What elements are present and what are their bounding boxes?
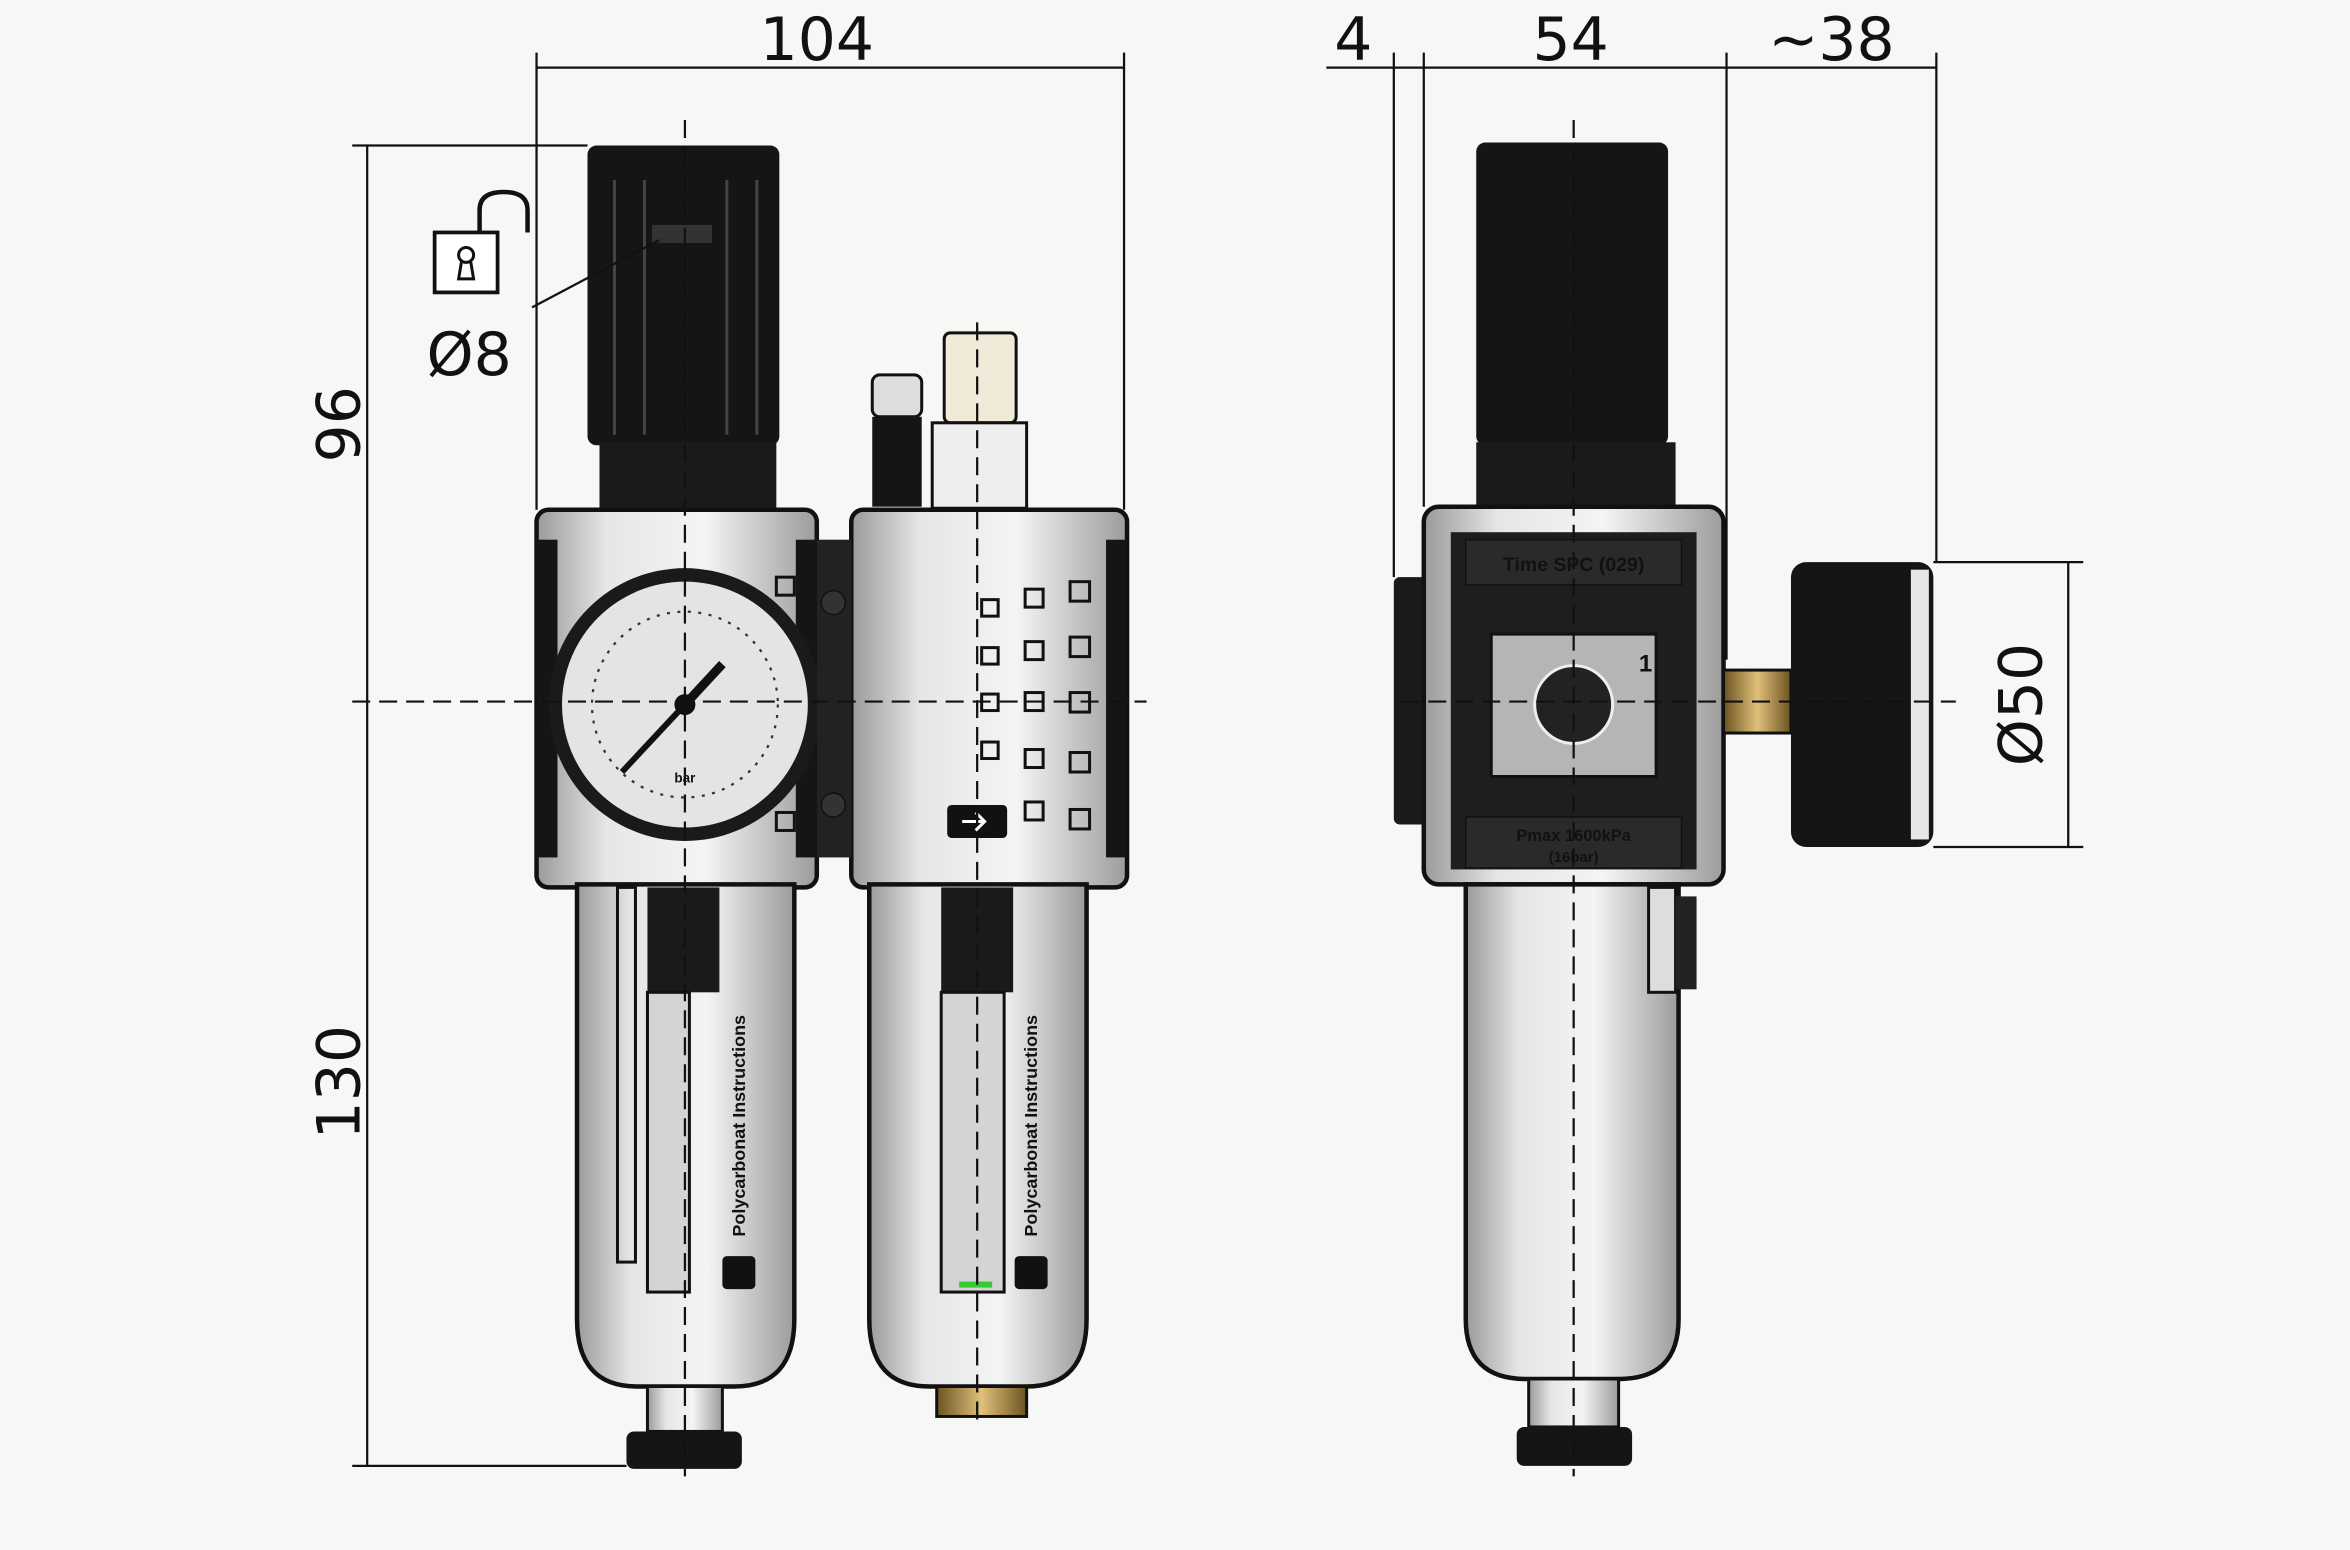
bowl-side — [1463, 882, 1681, 1382]
port-number: 1 — [1639, 651, 1652, 678]
brass-fill-plug — [935, 1384, 1029, 1418]
dim-body-depth: 54 — [1533, 5, 1609, 75]
dim-upper-height: 96 — [305, 386, 375, 462]
warning-icon — [1014, 1256, 1048, 1290]
knob-collar — [599, 442, 777, 509]
filter-regulator-unit: bar Polycarbonat Instructions — [534, 145, 822, 1469]
sight-dome — [942, 331, 1018, 425]
adjust-screw[interactable] — [870, 373, 924, 419]
bowl-label: Polycarbonat Instructions — [1021, 1015, 1041, 1237]
dim-wall-offset: 4 — [1334, 5, 1372, 75]
lubricator-unit: Polycarbonat Instructions — [816, 331, 1130, 1418]
dimension-lines — [352, 52, 2084, 1468]
dim-gauge-diameter: Ø50 — [1986, 643, 2056, 766]
regulator-knob — [587, 145, 780, 446]
dim-lower-height: 130 — [305, 1025, 375, 1139]
dim-total-width: 104 — [760, 5, 874, 75]
side-view: Time SPC (029) 1 Pmax 1600kPa (16bar) — [1393, 142, 1934, 1466]
dim-lock-diameter: Ø8 — [426, 320, 511, 390]
warning-icon — [722, 1256, 756, 1290]
regulator-knob-side — [1476, 142, 1669, 446]
bowl-label: Polycarbonat Instructions — [729, 1015, 749, 1237]
gauge-needle — [619, 702, 688, 775]
dim-gauge-projection: ~38 — [1768, 5, 1895, 75]
gauge-side — [1790, 562, 1934, 847]
centerlines — [352, 120, 1956, 1477]
padlock-icon — [432, 189, 530, 295]
